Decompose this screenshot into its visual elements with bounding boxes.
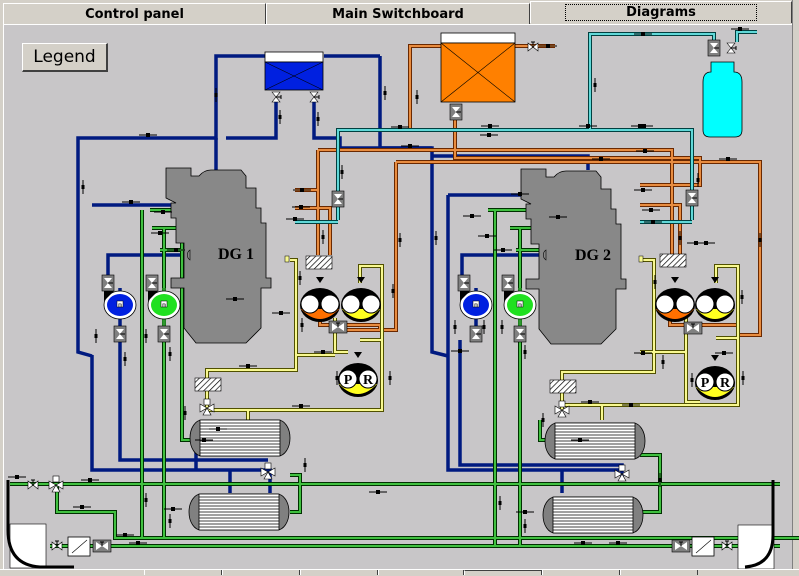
sea-inlet-valve-bottom-right[interactable] [721,540,733,551]
window-edge [792,0,799,575]
sea-strainer-valve-right[interactable] [671,539,691,553]
sea-chest-right [737,480,775,570]
dg2-fuel-heater[interactable] [659,253,687,268]
dg1-sw-pump-suction-valve[interactable] [145,274,159,292]
dg2-air-valve[interactable] [685,189,699,207]
bottom-tab[interactable] [222,570,300,575]
dg2-fw-pump-discharge-valve[interactable] [469,325,483,343]
sea-strainer-right[interactable] [691,536,715,557]
bottom-tab[interactable] [144,570,222,575]
sea-strainer-left[interactable] [67,536,91,557]
dg1-fw-pump-suction-valve[interactable] [101,274,115,292]
fuel-day-tank[interactable] [440,32,516,103]
air-bottle-valve-2[interactable] [726,42,737,54]
tab-label: Control panel [85,7,184,22]
dg2-lube-heater[interactable] [549,379,577,394]
filter-p-label: P [344,373,353,388]
dg1-fuel-filter[interactable] [299,287,341,323]
expansion-tank-valve-2[interactable] [309,91,320,103]
sea-inlet-valve-bottom-left[interactable] [51,540,63,551]
seawater-pipes [10,209,799,547]
dg1-fw-pump-discharge-valve[interactable] [113,325,127,343]
fuel-tank-outlet-valve[interactable] [449,103,463,121]
tab-bar: Control panel Main Switchboard Diagrams [0,0,799,26]
freshwater-pipes [76,54,624,493]
dg2-sw-pump-suction-valve[interactable] [501,274,515,292]
dg2-sw-pump-discharge-valve[interactable] [513,325,527,343]
sea-chest-left [6,480,74,569]
fuel-tank-fill-valve[interactable] [527,41,539,52]
bottom-tab-strip [0,569,799,576]
expansion-tank-valve-1[interactable] [271,91,282,103]
dg1-air-valve[interactable] [331,190,345,208]
dg2-fw-pump-suction-valve[interactable] [457,274,471,292]
dg2-fuel-crossover-valve[interactable] [683,321,703,335]
pump-motor-label: m [474,302,478,309]
bottom-tab[interactable] [542,570,620,575]
bottom-tab[interactable] [378,570,464,575]
bottom-tab[interactable] [300,570,378,575]
dg1-sw-pump-discharge-valve[interactable] [157,325,171,343]
dg1-lube-filter[interactable] [340,287,382,323]
filter-r-label: R [720,376,731,391]
flow-arrows [7,26,762,546]
dg1-lube-heater[interactable] [194,377,222,392]
dg1-fuel-crossover-valve[interactable] [328,320,348,334]
dg2-fw-cooler[interactable] [542,496,644,534]
tab-main-switchboard[interactable]: Main Switchboard [266,3,530,24]
dg2-lube-cooler[interactable] [544,422,646,460]
bottom-tab-active[interactable] [464,570,542,575]
sea-inlet-valve-left[interactable] [27,479,39,490]
pump-motor-label: m [162,302,166,309]
tab-diagrams[interactable]: Diagrams [530,1,792,23]
air-bottle-valve-1[interactable] [707,39,721,57]
sea-strainer-valve-left[interactable] [92,539,112,553]
starting-air-bottle[interactable] [702,61,743,138]
dg2-lube-filter[interactable] [694,287,736,323]
tab-label: Diagrams [565,4,757,21]
tab-control-panel[interactable]: Control panel [3,3,266,24]
filter-p-label: P [701,376,710,391]
dg1-fuel-heater[interactable] [305,255,333,270]
tab-label: Main Switchboard [332,7,464,22]
pump-motor-label: m [518,302,522,309]
pump-motor-label: m [118,302,122,309]
dg1-fw-cooler[interactable] [188,493,290,531]
expansion-tank[interactable] [264,51,324,91]
legend-button[interactable]: Legend [22,43,108,72]
filter-r-label: R [363,373,374,388]
dg2-fuel-filter[interactable] [654,287,696,323]
bottom-tab[interactable] [620,570,698,575]
